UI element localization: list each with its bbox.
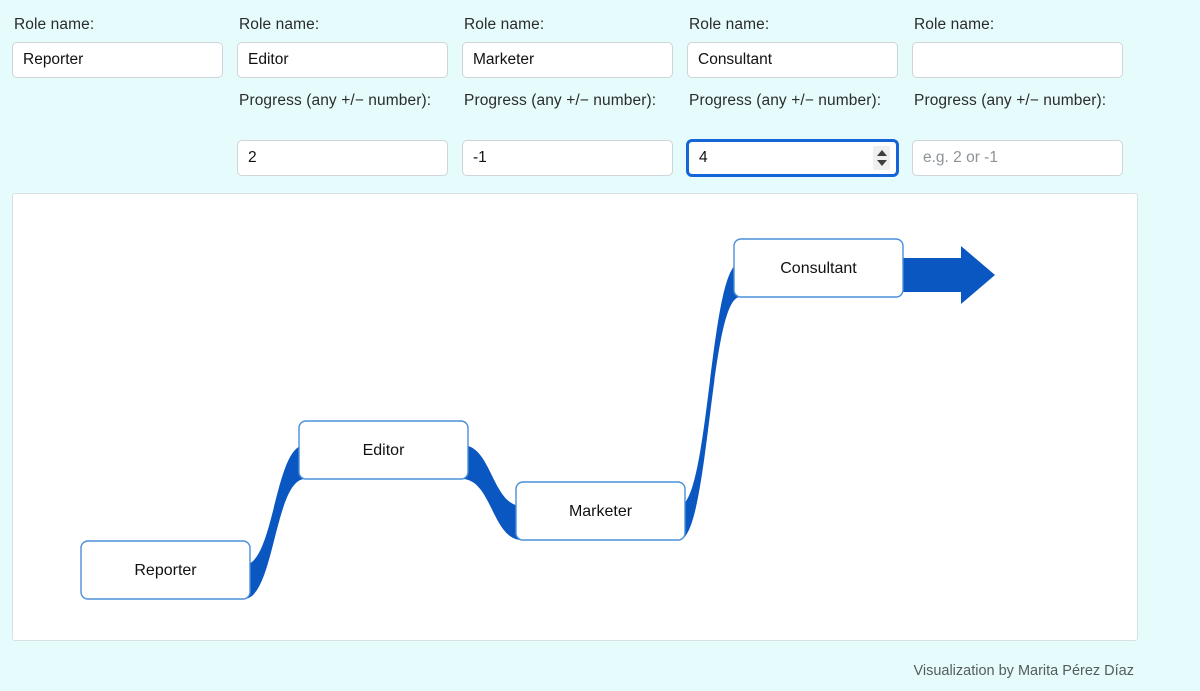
progress-input-5[interactable] (912, 140, 1123, 177)
node-box-marketer[interactable] (515, 481, 686, 541)
role-name-label-3: Role name: (464, 16, 545, 33)
role-name-input-4[interactable] (687, 42, 898, 79)
node-label-reporter: Reporter (134, 562, 197, 579)
role-name-label-2: Role name: (239, 16, 320, 33)
role-name-label-4: Role name: (689, 16, 770, 33)
node-editor[interactable]: Editor (298, 420, 469, 480)
role-form: Role name: Role name: Progress (any +/− … (0, 0, 1200, 177)
progress-input-3[interactable] (462, 140, 673, 177)
role-column-1: Role name: (12, 14, 223, 79)
spinner-down-icon[interactable] (876, 160, 887, 167)
spinner-4[interactable] (873, 146, 890, 171)
ribbon-editor-to-marketer (462, 445, 522, 540)
role-column-5: Role name: Progress (any +/− number): (912, 14, 1123, 177)
role-name-input-2[interactable] (237, 42, 448, 79)
role-column-3: Role name: Progress (any +/− number): (462, 14, 673, 177)
role-name-input-5[interactable] (912, 42, 1123, 79)
progress-input-wrap-2 (237, 140, 448, 177)
progress-input-4[interactable] (687, 140, 898, 177)
node-box-editor[interactable] (298, 420, 469, 480)
progress-label-5: Progress (any +/− number): (914, 92, 1107, 110)
credit-footer: Visualization by Marita Pérez Díaz (913, 663, 1134, 679)
role-column-4: Role name: Progress (any +/− number): (687, 14, 898, 177)
node-consultant[interactable]: Consultant (733, 238, 904, 298)
role-name-label-5: Role name: (914, 16, 995, 33)
progress-label-4: Progress (any +/− number): (689, 92, 882, 110)
node-marketer[interactable]: Marketer (515, 481, 686, 541)
progress-label-3: Progress (any +/− number): (464, 92, 657, 110)
role-column-2: Role name: Progress (any +/− number): (237, 14, 448, 177)
progress-input-wrap-5 (912, 140, 1123, 177)
node-label-marketer: Marketer (569, 503, 633, 520)
ribbon-layer (244, 246, 995, 599)
node-box-consultant[interactable] (733, 238, 904, 298)
role-name-input-3[interactable] (462, 42, 673, 79)
node-box-reporter[interactable] (80, 540, 251, 600)
progress-input-2[interactable] (237, 140, 448, 177)
node-label-editor: Editor (363, 442, 405, 459)
node-label-consultant: Consultant (780, 260, 857, 277)
spinner-up-icon[interactable] (876, 150, 887, 157)
progress-input-wrap-3 (462, 140, 673, 177)
progress-label-2: Progress (any +/− number): (239, 92, 432, 110)
role-name-input-1[interactable] (12, 42, 223, 79)
ribbon-reporter-to-editor (244, 445, 305, 599)
ribbon-marketer-to-consultant (679, 263, 740, 540)
node-reporter[interactable]: Reporter (80, 540, 251, 600)
terminal-arrow-icon (899, 246, 995, 304)
progress-input-wrap-4 (687, 140, 898, 177)
role-name-label-1: Role name: (14, 16, 95, 33)
